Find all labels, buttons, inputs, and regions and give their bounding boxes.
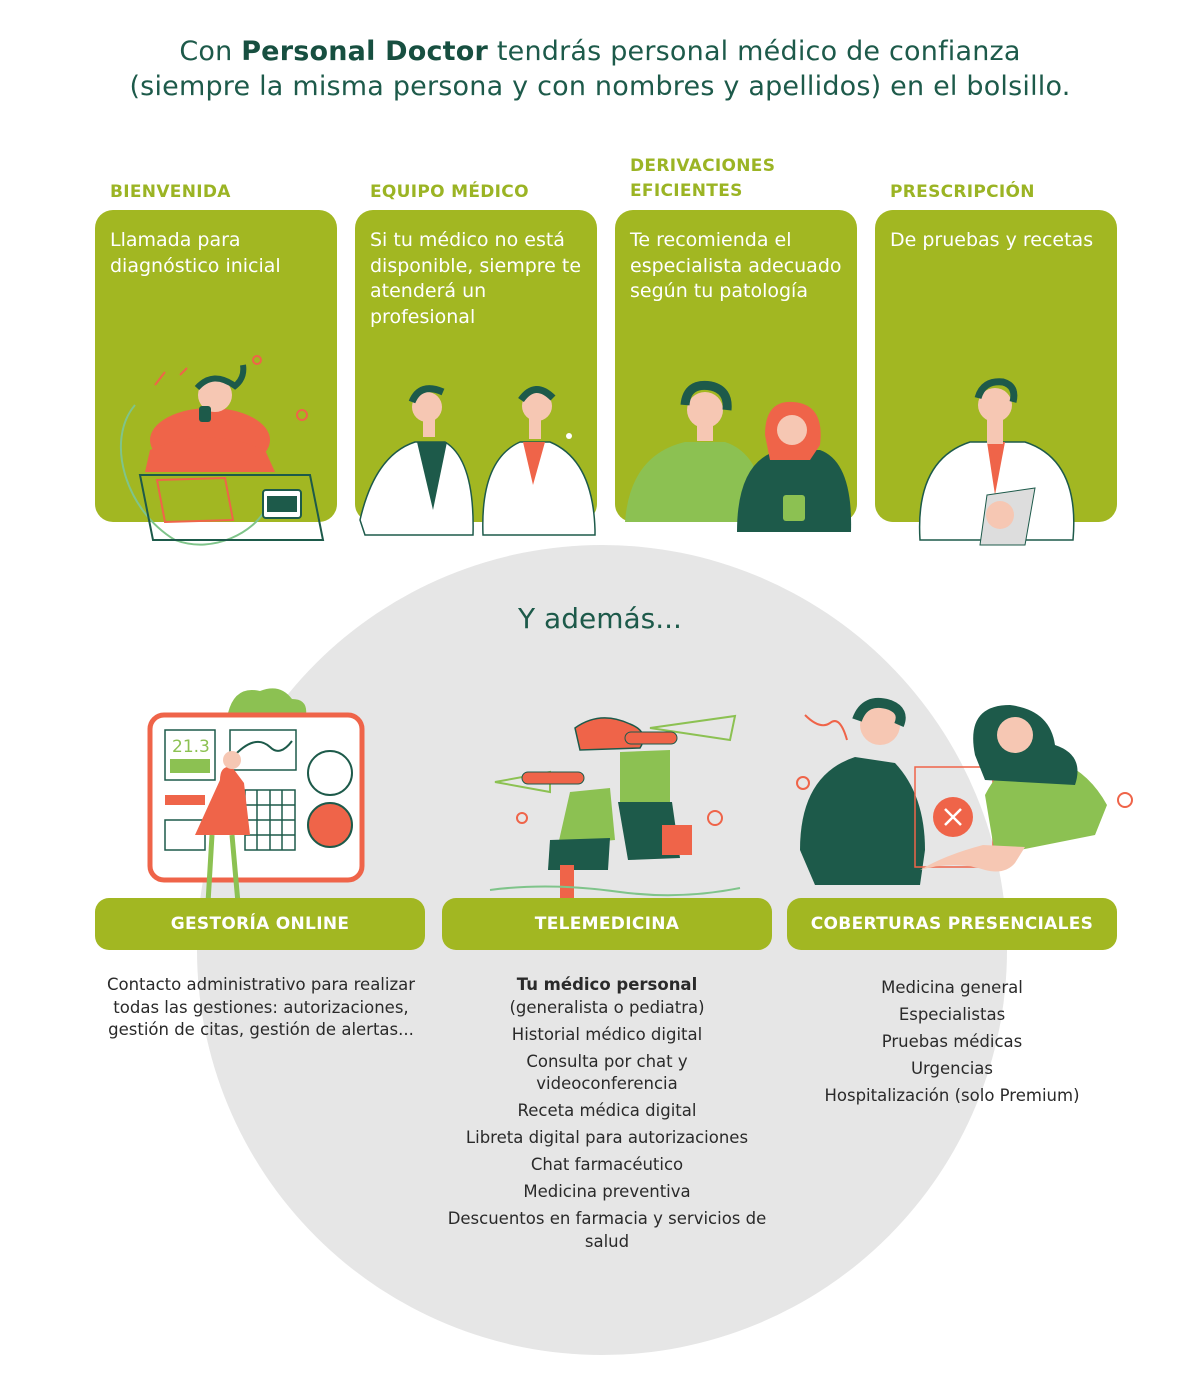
list-item: Libreta digital para autorizaciones	[465, 1128, 749, 1147]
list-item: Receta médica digital	[517, 1101, 697, 1120]
list-item: Consulta por chat y videoconferencia	[526, 1051, 688, 1094]
telemedicine-illustration	[489, 714, 741, 900]
list-item: Hospitalización (solo Premium)	[824, 1086, 1080, 1105]
headline: Con Personal Doctor tendrás personal méd…	[0, 34, 1200, 104]
card-prescripcion: De pruebas y recetas	[875, 210, 1117, 546]
section-title-ademas: Y además...	[518, 602, 682, 635]
list-item: (generalista o pediatra)	[509, 997, 705, 1017]
list-item: Medicina general	[881, 978, 1023, 997]
card-derivaciones: Te recomienda el especialista adecuado s…	[615, 210, 857, 532]
list-item: Chat farmacéutico	[530, 1155, 684, 1174]
card-text-bienvenida: Llamada para diagnóstico inicial	[110, 229, 281, 277]
phone-call-illustration	[120, 355, 325, 546]
referral-illustration	[625, 380, 852, 532]
pill-gestoria-online: GESTORÍA ONLINE	[95, 898, 425, 950]
headline-line1: Con Personal Doctor tendrás personal méd…	[179, 36, 1021, 67]
card-title-derivaciones: DERIVACIONES EFICIENTES	[630, 156, 776, 201]
list-item: Especialistas	[898, 1005, 1006, 1024]
telemedicina-list: Tu médico personal (generalista o pediat…	[442, 974, 772, 1258]
card-bienvenida: Llamada para diagnóstico inicial	[95, 210, 337, 546]
list-item: Descuentos en farmacia y servicios de sa…	[447, 1209, 767, 1251]
card-text-prescripcion: De pruebas y recetas	[890, 229, 1094, 251]
list-item: Pruebas médicas	[881, 1032, 1023, 1051]
card-title-equipo-medico: EQUIPO MÉDICO	[370, 182, 529, 202]
gestoria-description: Contacto administrativo para realizar to…	[106, 975, 416, 1039]
card-title-prescripcion: PRESCRIPCIÓN	[890, 182, 1035, 202]
background-circle	[197, 545, 1007, 1355]
card-title-bienvenida: BIENVENIDA	[110, 182, 231, 202]
dashboard-illustration: 21.3	[147, 688, 365, 904]
headline-line2: (siempre la misma persona y con nombres …	[129, 71, 1071, 102]
list-item: Historial médico digital	[511, 1024, 703, 1044]
card-text-derivaciones: Te recomienda el especialista adecuado s…	[630, 229, 842, 302]
screen-number: 21.3	[172, 737, 210, 757]
handshake-illustration	[796, 697, 1133, 885]
coberturas-list: Medicina general Especialistas Pruebas m…	[787, 974, 1117, 1109]
prescription-doctor-illustration	[918, 378, 1075, 546]
pill-coberturas-presenciales: COBERTURAS PRESENCIALES	[787, 898, 1117, 950]
telemedicina-lead: Tu médico personal	[516, 975, 698, 994]
brand-name: Personal Doctor	[241, 36, 489, 67]
card-equipo-medico: Si tu médico no está disponible, siempre…	[355, 210, 597, 536]
card-text-equipo-medico: Si tu médico no está disponible, siempre…	[370, 229, 582, 328]
list-item: Urgencias	[910, 1059, 994, 1078]
list-item: Medicina preventiva	[523, 1182, 691, 1201]
medical-team-illustration	[359, 385, 596, 536]
pill-telemedicina: TELEMEDICINA	[442, 898, 772, 950]
